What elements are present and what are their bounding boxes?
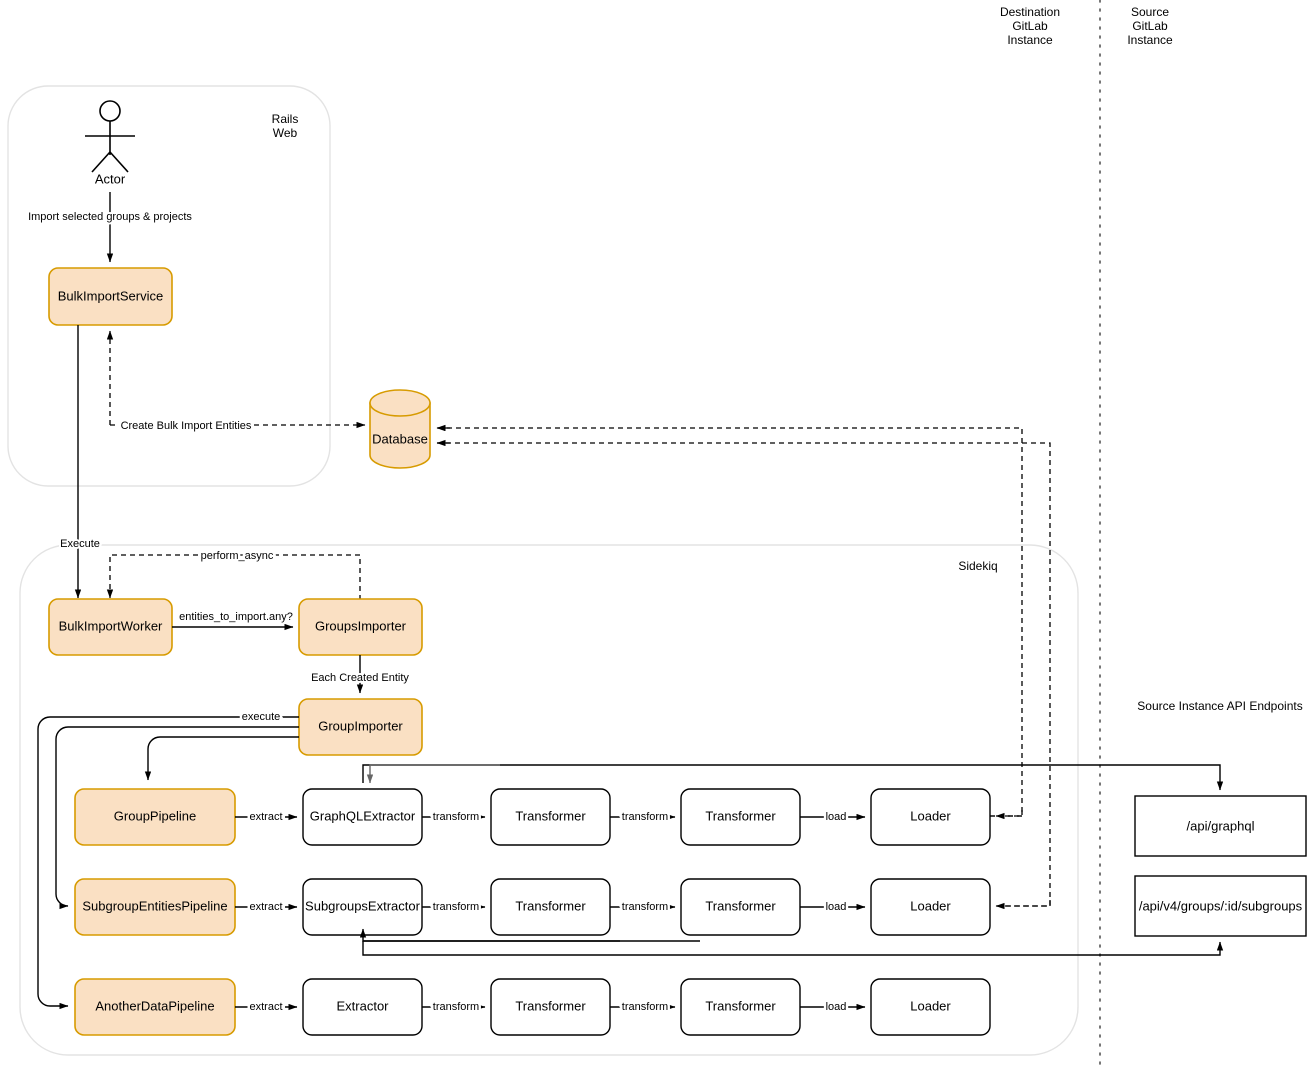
edge-label-extract-r1: extract [249, 811, 282, 823]
edge-db-arrowhead-r2 [995, 900, 1051, 910]
node-api-graphql-label: /api/graphql [1187, 818, 1255, 833]
node-loader-r3[interactable] [870, 978, 991, 1036]
node-transformer-r2-b-label: Transformer [705, 898, 776, 913]
node-database-label: Database [372, 431, 428, 446]
node-transformer-r2-a-label: Transformer [515, 898, 586, 913]
node-bulk-import-worker-label: BulkImportWorker [59, 618, 163, 633]
edge-label-load-r2: load [826, 901, 847, 913]
node-extractor-label: Extractor [336, 998, 389, 1013]
node-subgroup-entities-pipeline-label: SubgroupEntitiesPipeline [82, 898, 227, 913]
edge-db-to-loader-r2 [437, 442, 1051, 907]
zone-api-endpoints-label: Source Instance API Endpoints [1137, 699, 1302, 713]
node-api-subgroups[interactable] [1134, 875, 1307, 937]
destination-line1: Destination [1000, 5, 1060, 19]
zone-rails-web-label-line1: Rails [272, 112, 299, 126]
edge-execute-to-subgroup-entities-pipeline [55, 726, 299, 910]
edge-api-graphql-return [366, 764, 500, 784]
source-line2: GitLab [1132, 19, 1168, 33]
node-loader-r1[interactable] [870, 788, 991, 846]
edge-label-execute: Execute [60, 538, 100, 550]
source-instance-caption: Source GitLab Instance [1127, 5, 1173, 47]
actor-label: Actor [95, 171, 126, 186]
edge-label-each-created-entity: Each Created Entity [311, 672, 409, 684]
edge-label-transform-r2-b: transform [622, 901, 668, 913]
edge-label-extract-r2: extract [249, 901, 282, 913]
edge-label-transform-r2-a: transform [433, 901, 479, 913]
edge-subgroups-extractor-to-api [362, 941, 1224, 956]
actor-icon [85, 100, 135, 173]
edge-label-create-entities: Create Bulk Import Entities [121, 420, 252, 432]
edge-db-to-loader-r1 [436, 424, 1023, 817]
zone-rails-web-label-line2: Web [273, 126, 298, 140]
node-groups-importer-label: GroupsImporter [315, 618, 407, 633]
edge-label-transform-r1-b: transform [622, 811, 668, 823]
node-group-importer-label: GroupImporter [318, 718, 403, 733]
node-loader-r1-label: Loader [910, 808, 951, 823]
source-line3: Instance [1127, 33, 1173, 47]
edge-label-import-selected: Import selected groups & projects [28, 211, 192, 223]
node-transformer-r3-a-label: Transformer [515, 998, 586, 1013]
node-transformer-r1-a-label: Transformer [515, 808, 586, 823]
edge-execute-to-group-pipeline [144, 736, 299, 781]
node-subgroups-extractor-label: SubgroupsExtractor [305, 898, 421, 913]
edge-label-load-r1: load [826, 811, 847, 823]
source-line1: Source [1131, 5, 1169, 19]
node-loader-r2-label: Loader [910, 898, 951, 913]
edge-label-execute-pipeline: execute [242, 711, 281, 723]
node-transformer-r1-b-label: Transformer [705, 808, 776, 823]
edge-label-entities-to-import: entities_to_import.any? [179, 611, 293, 623]
zone-sidekiq [19, 544, 1079, 1056]
edge-label-extract-r3: extract [249, 1001, 282, 1013]
edge-label-transform-r3-b: transform [622, 1001, 668, 1013]
edge-label-perform-async: perform_async [201, 550, 274, 562]
destination-line3: Instance [1007, 33, 1053, 47]
node-bulk-import-service-label: BulkImportService [58, 288, 163, 303]
edge-label-transform-r3-a: transform [433, 1001, 479, 1013]
edge-execute-to-another-data-pipeline [37, 716, 299, 1010]
node-another-data-pipeline-label: AnotherDataPipeline [95, 998, 214, 1013]
node-bulk-import-service[interactable] [48, 267, 173, 326]
node-group-pipeline-label: GroupPipeline [114, 808, 196, 823]
node-database[interactable] [369, 389, 431, 469]
edge-label-load-r3: load [826, 1001, 847, 1013]
destination-instance-caption: Destination GitLab Instance [1000, 5, 1060, 47]
node-transformer-r3-b-label: Transformer [705, 998, 776, 1013]
node-graphql-extractor-label: GraphQLExtractor [310, 808, 416, 823]
edge-graphql-extractor-to-api [362, 764, 1224, 791]
node-api-subgroups-label: /api/v4/groups/:id/subgroups [1139, 898, 1303, 913]
zone-rails-web [7, 85, 331, 487]
zone-sidekiq-label: Sidekiq [958, 559, 997, 573]
node-loader-r2[interactable] [870, 878, 991, 936]
destination-line2: GitLab [1012, 19, 1048, 33]
node-loader-r3-label: Loader [910, 998, 951, 1013]
edge-label-transform-r1-a: transform [433, 811, 479, 823]
edge-db-arrowhead-r1 [995, 810, 1023, 820]
node-api-graphql[interactable] [1134, 795, 1307, 857]
edge-api-subgroups-return [359, 928, 620, 942]
edge-perform-async [106, 554, 361, 600]
